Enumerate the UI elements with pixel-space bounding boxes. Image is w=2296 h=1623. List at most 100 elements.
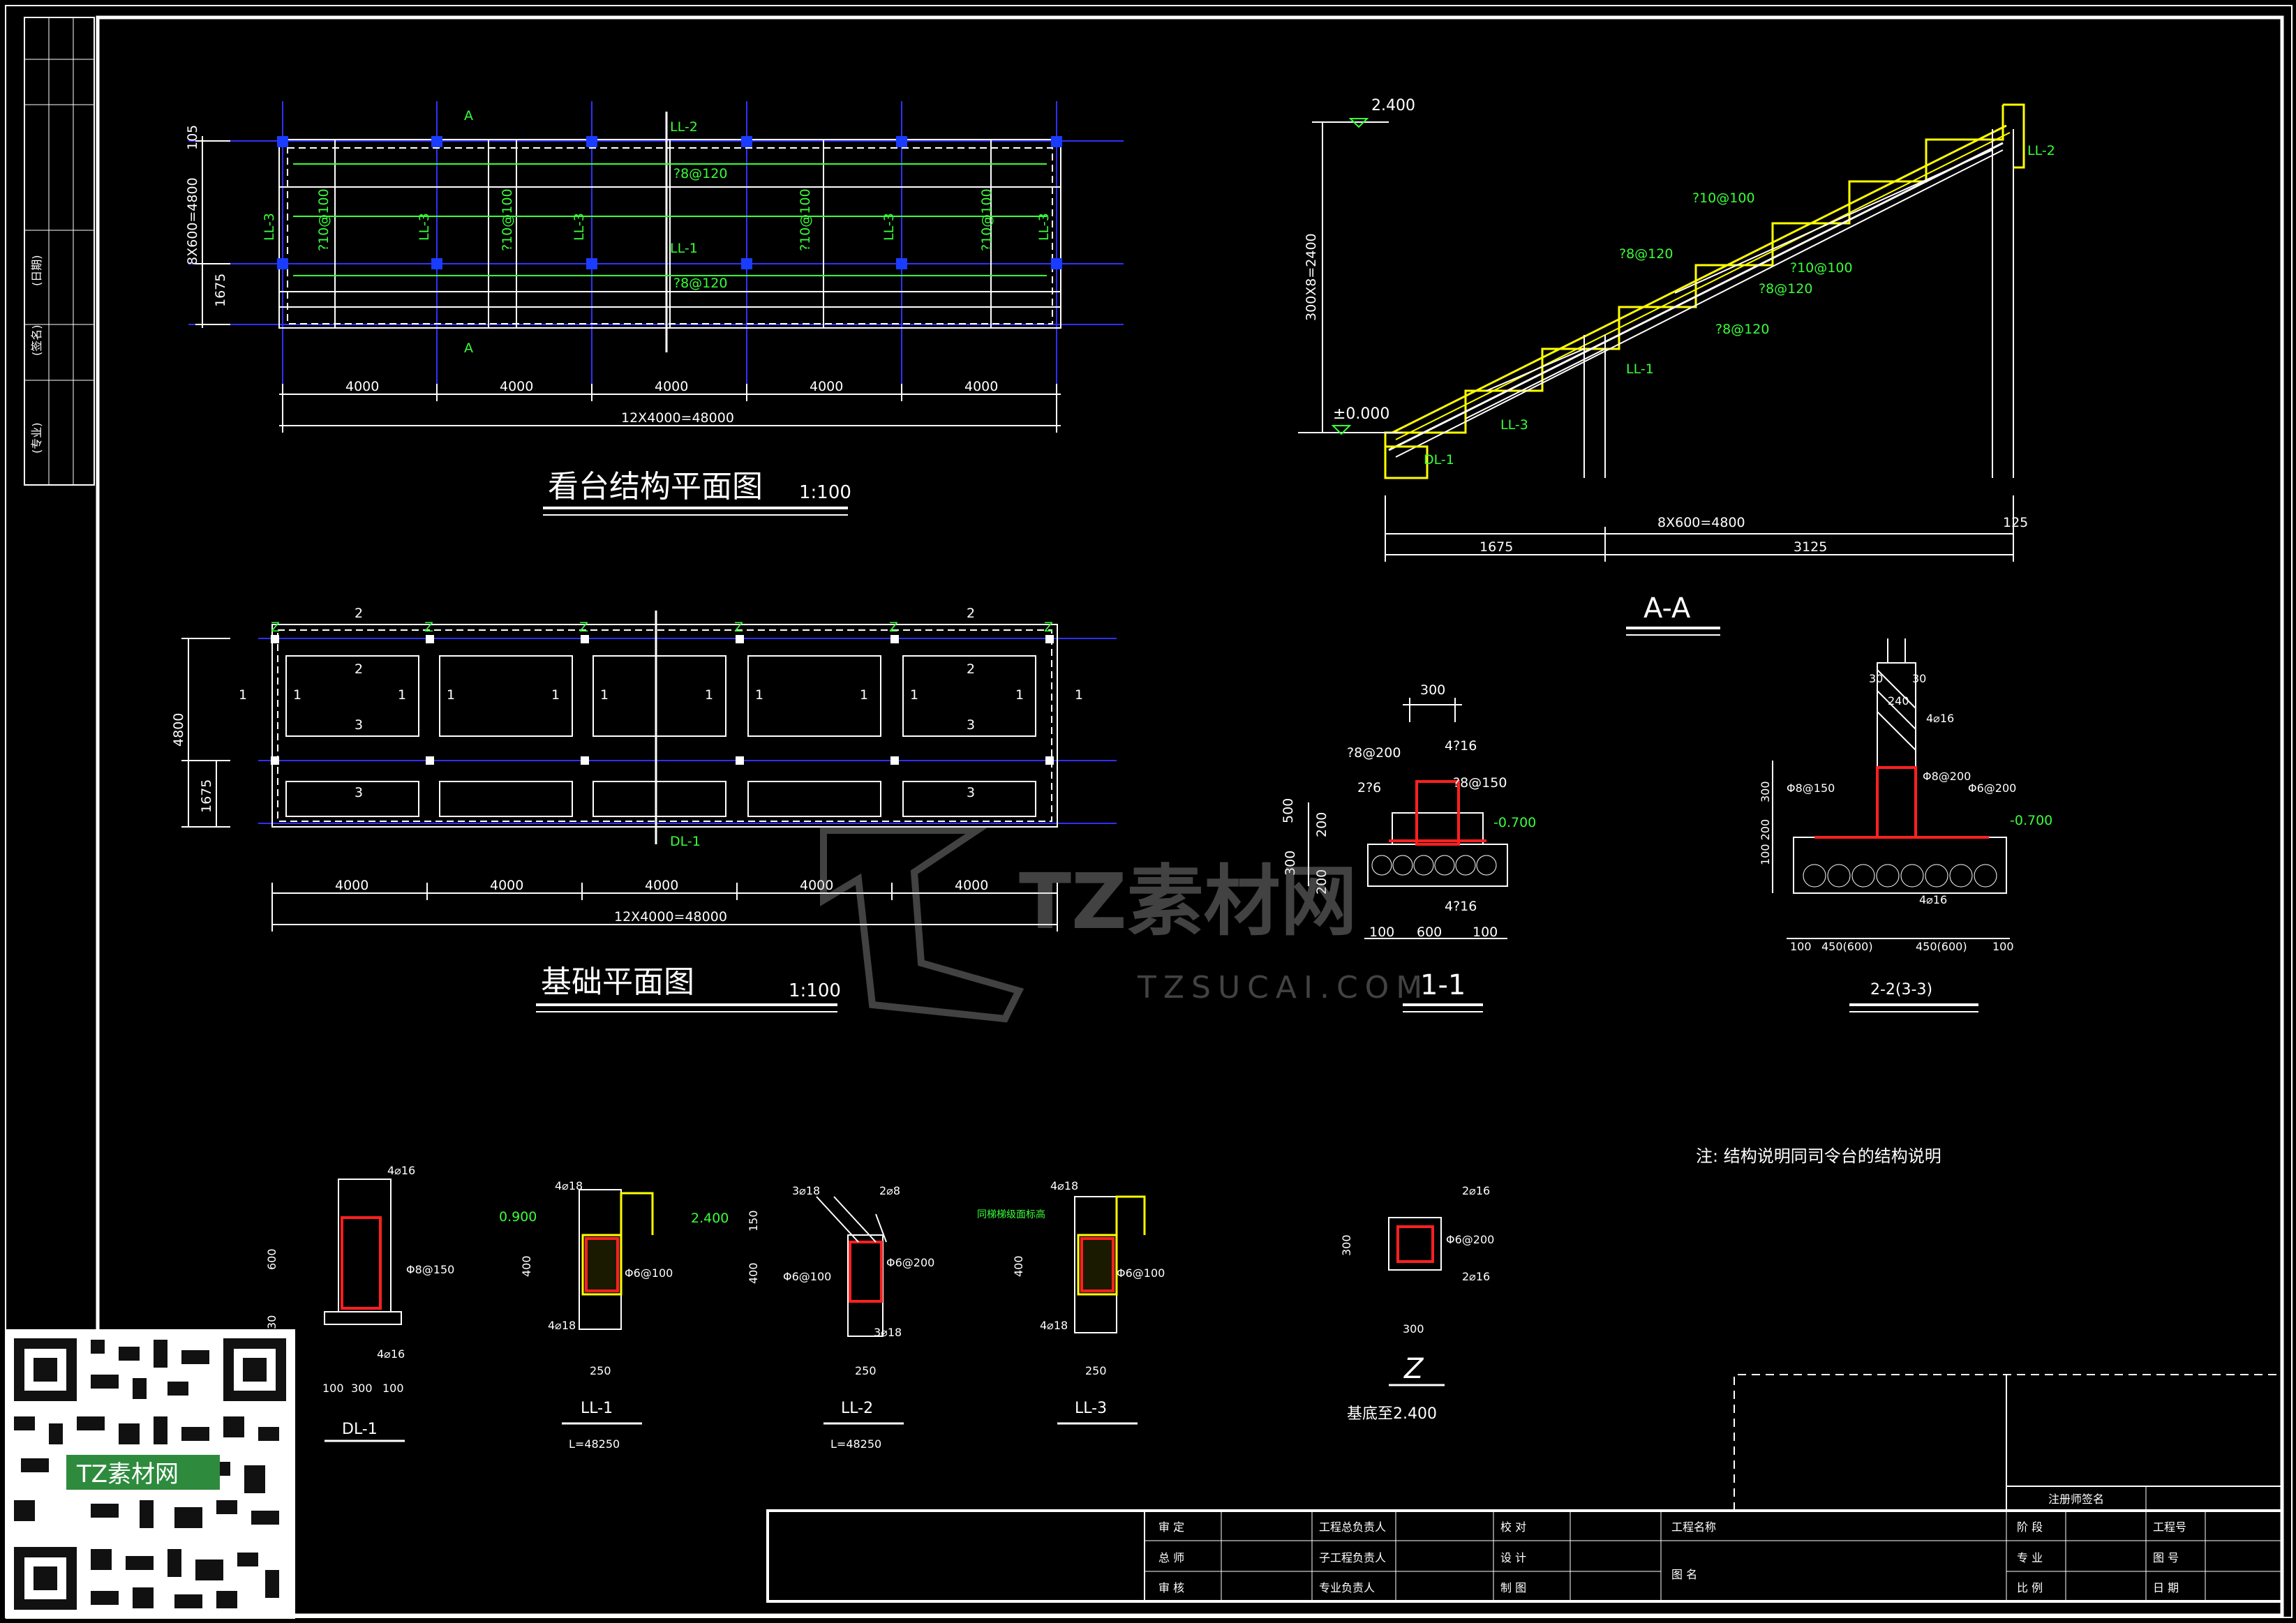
z-title: Z xyxy=(1403,1353,1424,1385)
d11-dim-300b: 300 xyxy=(1283,851,1298,876)
plan2-dim-total: 12X4000=48000 xyxy=(614,909,727,925)
plan2-dim-span-2: 4000 xyxy=(490,878,523,893)
plan2-mark-1-e: 1 xyxy=(551,687,560,703)
ll2-elev: 2.400 xyxy=(691,1211,729,1226)
foundation-plan: Z Z Z Z Z Z 2 2 2 2 3 3 3 3 1 1 1 1 1 1 … xyxy=(171,606,1117,1012)
d11-dim-200: 200 xyxy=(1314,812,1329,837)
plan2-scale: 1:100 xyxy=(789,980,841,1001)
plan1-dim-span-3: 4000 xyxy=(655,379,688,394)
tb-r1-0: 审 定 xyxy=(1158,1520,1184,1534)
d22-dim-100-200: 100 200 xyxy=(1759,819,1772,865)
tb-r2-2: 设 计 xyxy=(1500,1551,1526,1564)
d22-dim-30-b: 30 xyxy=(1912,672,1926,685)
plan2-dim-span-1: 4000 xyxy=(335,878,368,893)
ll2-top: 3⌀18 xyxy=(792,1184,820,1197)
ll1-dim-400: 400 xyxy=(520,1255,533,1277)
ll2-dim-250: 250 xyxy=(855,1364,877,1377)
tb-r3-3: 比 例 xyxy=(2017,1581,2043,1594)
ll3-stirrup: Φ6@100 xyxy=(1117,1266,1165,1280)
tb-reg-sign: 注册师签名 xyxy=(2048,1493,2104,1506)
plan2-mark-3-b: 3 xyxy=(967,717,975,733)
aa-label-ll3: LL-3 xyxy=(1500,417,1528,433)
ll1-elev: 0.900 xyxy=(499,1209,537,1225)
dl1-top: 4⌀16 xyxy=(387,1164,415,1177)
ll3-elev-note: 同梯梯级面标高 xyxy=(977,1209,1045,1220)
side-label-major: (专业) xyxy=(30,423,43,454)
ll2-dim-400: 400 xyxy=(747,1262,760,1284)
d22-rebar-4-16-bot: 4⌀16 xyxy=(1919,893,1947,906)
plan2-mark-z-5: Z xyxy=(889,620,898,635)
dl1-dim-600: 600 xyxy=(265,1248,278,1270)
plan2-mark-z-3: Z xyxy=(579,620,588,635)
side-label-sign: (签名) xyxy=(30,325,43,357)
watermark-url: TZSUCAI.COM xyxy=(1137,970,1429,1005)
section-aa: 2.400 ±0.000 300X8=2400 8X600=4800 1675 … xyxy=(1298,97,2055,636)
plan1-beam-ll1: LL-1 xyxy=(670,241,698,256)
d22-elev: -0.700 xyxy=(2010,813,2052,828)
plan1-dim-span-4: 4000 xyxy=(810,379,843,394)
detail-1-1: 300 4?16 ?8@200 ?8@150 2?6 4?16 -0.700 5… xyxy=(1281,682,1536,1012)
plan1-rebar-10-100-2: ?10@100 xyxy=(500,188,515,251)
plan1-beam-ll3-1: LL-3 xyxy=(262,213,277,241)
d22-dim-240: 240 xyxy=(1888,694,1909,708)
dl1-dim-100-r: 100 xyxy=(382,1382,404,1395)
d11-dim-500: 500 xyxy=(1281,798,1296,823)
plan1-beam-ll3-3: LL-3 xyxy=(572,213,587,241)
plan1-beam-ll3-4: LL-3 xyxy=(881,213,897,241)
plan1-beam-ll2: LL-2 xyxy=(670,119,698,135)
plan2-mark-z-4: Z xyxy=(734,620,743,635)
plan1-beam-ll3-2: LL-3 xyxy=(417,213,432,241)
dl1-title: DL-1 xyxy=(342,1421,378,1438)
structure-note: 注: 结构说明同司令台的结构说明 xyxy=(1696,1146,1941,1166)
tb-r2-0: 总 师 xyxy=(1158,1551,1184,1564)
tb-r1-2: 校 对 xyxy=(1500,1520,1526,1534)
plan2-mark-1-c: 1 xyxy=(398,687,406,703)
plan1-scale: 1:100 xyxy=(799,482,851,503)
dl1-dim-100-l: 100 xyxy=(322,1382,344,1395)
plan1-rebar-8-120-a: ?8@120 xyxy=(673,166,727,181)
tb-r3-4: 日 期 xyxy=(2153,1581,2179,1594)
ll3-title: LL-3 xyxy=(1075,1400,1107,1417)
z-stirrup: Φ6@200 xyxy=(1446,1233,1494,1246)
d22-title: 2-2(3-3) xyxy=(1870,981,1932,999)
plan2-mark-1-i: 1 xyxy=(860,687,868,703)
d11-dim-300: 300 xyxy=(1420,682,1445,698)
plan2-title: 基础平面图 xyxy=(541,964,694,1000)
tb-r2-1: 子工程负责人 xyxy=(1319,1551,1386,1564)
plan2-dim-4800: 4800 xyxy=(171,713,186,747)
d11-elev: -0.700 xyxy=(1493,815,1536,830)
plan1-rebar-10-100-1: ?10@100 xyxy=(316,188,331,251)
plan2-dim-span-4: 4000 xyxy=(800,878,833,893)
plan1-dim-span-2: 4000 xyxy=(500,379,533,394)
ll2-title: LL-2 xyxy=(841,1400,873,1417)
plan2-mark-z-1: Z xyxy=(271,620,280,635)
plan2-dim-span-3: 4000 xyxy=(645,878,678,893)
dl1-stirrup: Φ8@150 xyxy=(406,1263,454,1276)
tb-r1-5: 工程号 xyxy=(2153,1520,2186,1534)
aa-dim-1675: 1675 xyxy=(1479,539,1513,555)
plan2-dim-1675: 1675 xyxy=(199,779,214,813)
plan1-dim-span-1: 4000 xyxy=(345,379,379,394)
aa-rebar-8-120-c: ?8@120 xyxy=(1715,322,1769,337)
d22-dim-450-l: 450(600) xyxy=(1821,940,1873,953)
d22-dim-450-r: 450(600) xyxy=(1916,940,1967,953)
aa-dim-3125: 3125 xyxy=(1794,539,1827,555)
tb-r1-3: 工程名称 xyxy=(1671,1520,1716,1534)
plan1-section-mark-bot: A xyxy=(464,341,473,356)
plan1-section-mark-top: A xyxy=(464,108,473,124)
z-bottom: 2⌀16 xyxy=(1462,1270,1490,1283)
tb-r1-4: 阶 段 xyxy=(2017,1520,2043,1534)
tb-r2-4: 专 业 xyxy=(2017,1551,2043,1564)
aa-rebar-10-100-b: ?10@100 xyxy=(1790,260,1853,276)
watermark-brand: TZ素材网 xyxy=(1019,857,1357,946)
plan2-mark-2-a: 2 xyxy=(355,606,363,621)
aa-label-dl1: DL-1 xyxy=(1424,452,1454,468)
plan1-rebar-10-100-3: ?10@100 xyxy=(798,188,813,251)
ll1-title: LL-1 xyxy=(581,1400,613,1417)
z-dim-300: 300 xyxy=(1340,1234,1353,1256)
column-z-detail: 2⌀16 Φ6@200 2⌀16 300 300 Z 基底至2.400 xyxy=(1340,1184,1494,1423)
plan2-beam-dl1: DL-1 xyxy=(670,834,701,849)
d22-rebar-6-200: Φ6@200 xyxy=(1968,781,2016,795)
plan2-mark-2-b: 2 xyxy=(967,606,975,621)
